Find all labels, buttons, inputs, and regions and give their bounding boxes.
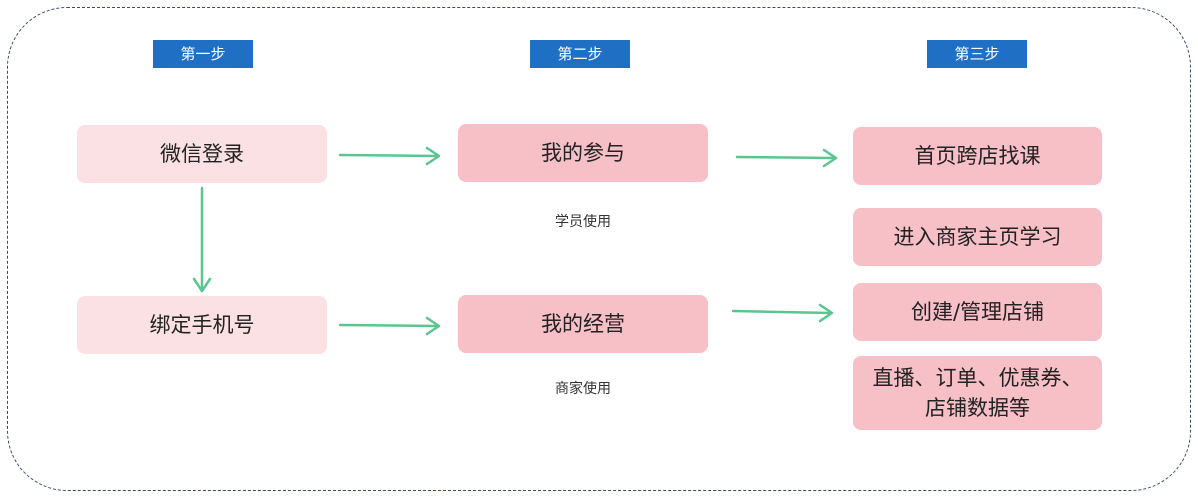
step-3-header: 第三步	[927, 40, 1027, 68]
student-use-note: 学员使用	[555, 214, 611, 230]
enter-merchant-home-box: 进入商家主页学习	[853, 208, 1102, 266]
arrow-bind-phone-to-business	[338, 316, 441, 336]
arrow-login-to-bind-phone	[192, 186, 212, 293]
my-business-box: 我的经营	[458, 295, 708, 353]
step-1-header: 第一步	[153, 40, 253, 68]
arrow-login-to-participation	[338, 146, 441, 166]
arrow-participation-to-find-course	[735, 148, 838, 168]
manage-store-box: 创建/管理店铺	[853, 283, 1102, 341]
arrow-business-to-manage-store	[731, 303, 834, 323]
store-data-box: 直播、订单、优惠券、店铺数据等	[853, 356, 1102, 430]
diagram-frame	[7, 7, 1191, 491]
find-course-box: 首页跨店找课	[853, 127, 1102, 185]
bind-phone-box: 绑定手机号	[77, 296, 327, 354]
merchant-use-note: 商家使用	[555, 381, 611, 397]
wechat-login-box: 微信登录	[77, 125, 327, 183]
my-participation-box: 我的参与	[458, 124, 708, 182]
step-2-header: 第二步	[530, 40, 630, 68]
